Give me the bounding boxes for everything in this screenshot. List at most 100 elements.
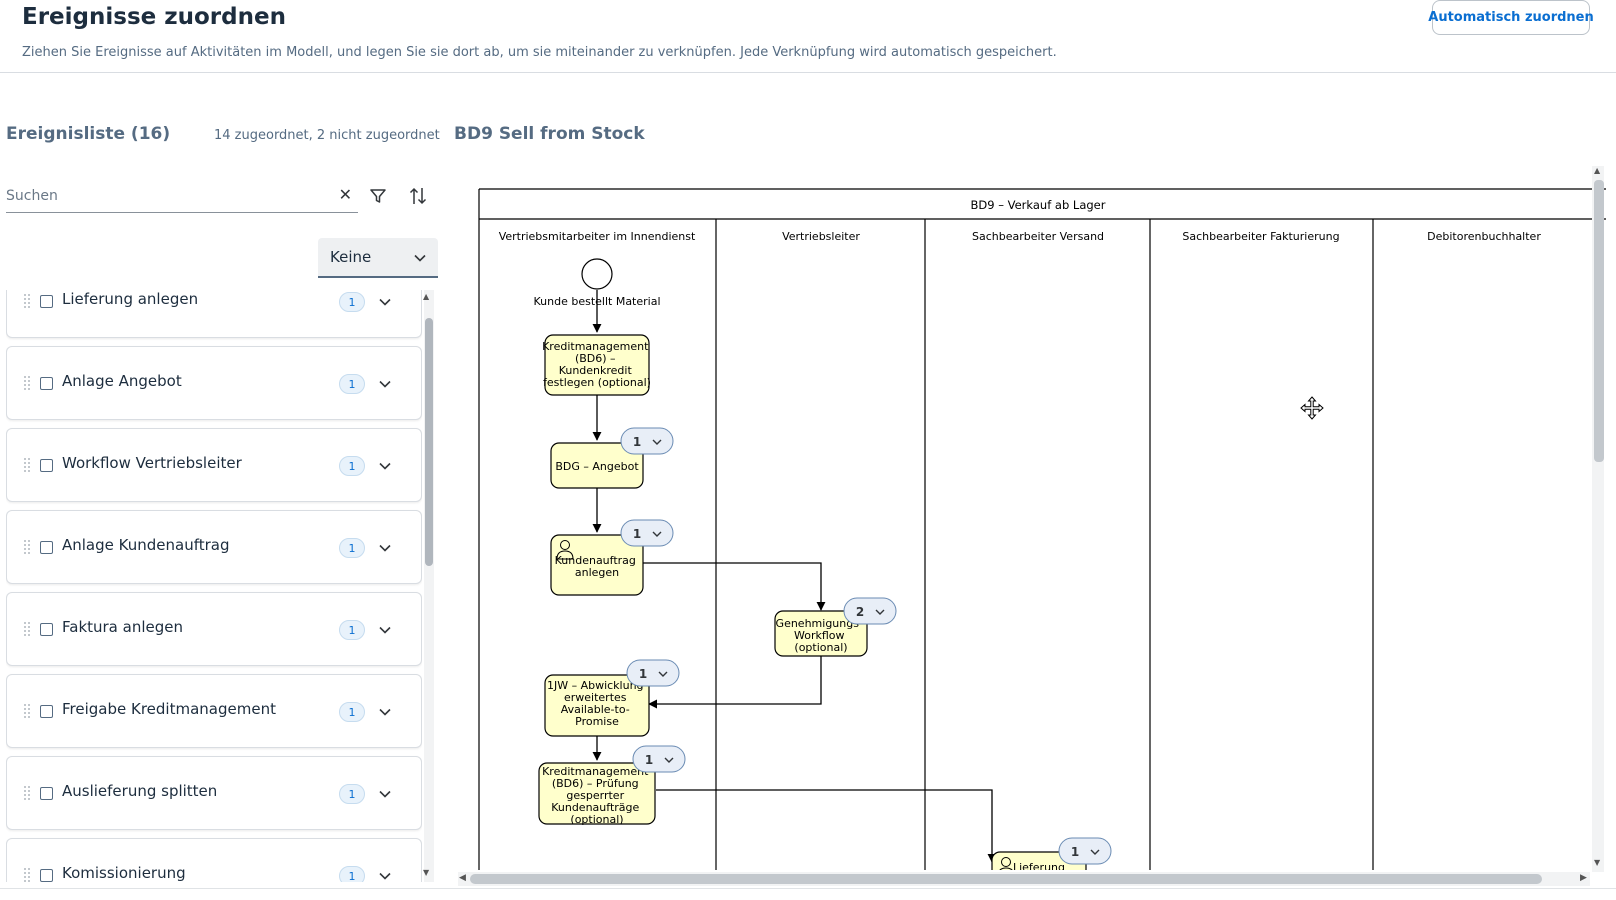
drag-handle-icon[interactable] (23, 785, 31, 801)
scroll-down-arrow-icon[interactable]: ▼ (423, 868, 430, 877)
badge-count: 1 (645, 753, 653, 767)
scroll-left-arrow-icon[interactable]: ◀ (459, 873, 466, 883)
scroll-right-arrow-icon[interactable]: ▶ (1580, 873, 1587, 883)
filter-icon[interactable] (368, 186, 388, 206)
task-label-line: (BD6) – (575, 352, 616, 365)
task-approval-workflow[interactable]: Genehmigungs- Workflow (optional) (774, 610, 868, 657)
badge-count: 1 (639, 667, 647, 681)
scroll-up-arrow-icon[interactable]: ▲ (1594, 166, 1601, 175)
task-atp[interactable]: 1JW – Abwicklung erweitertes Available-t… (544, 674, 650, 737)
item-checkbox[interactable] (40, 623, 53, 636)
sort-icon[interactable] (408, 185, 428, 207)
event-count-badge[interactable]: 1 (632, 745, 686, 773)
task-label-line: Promise (575, 715, 619, 728)
item-count-badge: 1 (339, 292, 365, 312)
user-task-icon (556, 540, 574, 560)
event-count-badge[interactable]: 1 (626, 659, 680, 687)
svg-text:Kundenauftrag anlegen: Kundenauftrag anlegen (555, 554, 640, 579)
task-label-line: 1JW – Abwicklung (547, 679, 644, 692)
chevron-down-icon[interactable] (377, 458, 393, 474)
task-label-line: (optional) (794, 641, 847, 654)
task-quotation[interactable]: BDG – Angebot (550, 442, 644, 489)
item-checkbox[interactable] (40, 295, 53, 308)
item-checkbox[interactable] (40, 869, 53, 882)
chevron-down-icon[interactable] (377, 622, 393, 638)
lane-title: Sachbearbeiter Fakturierung (1182, 230, 1339, 243)
page-subtitle: Ziehen Sie Ereignisse auf Aktivitäten im… (22, 45, 1057, 60)
drag-handle-icon[interactable] (23, 867, 31, 882)
item-count-badge: 1 (339, 866, 365, 882)
task-label-line: erweitertes (564, 691, 627, 704)
task-label-line: gesperrter (566, 789, 624, 802)
item-count-badge: 1 (339, 456, 365, 476)
list-scrollbar-thumb[interactable] (425, 318, 433, 566)
scroll-down-arrow-icon[interactable]: ▼ (1594, 858, 1601, 867)
move-cursor-icon (1300, 396, 1324, 420)
drag-handle-icon[interactable] (23, 539, 31, 555)
list-item[interactable]: Anlage Kundenauftrag 1 (6, 510, 422, 584)
drag-handle-icon[interactable] (23, 457, 31, 473)
canvas-vertical-scrollbar-thumb[interactable] (1594, 180, 1604, 462)
event-count-badge[interactable]: 1 (620, 519, 674, 547)
task-credit-limit[interactable]: Kreditmanagement (BD6) – Kundenkredit fe… (542, 334, 652, 396)
search-input[interactable] (6, 183, 326, 209)
badge-count: 1 (633, 435, 641, 449)
task-blocked-orders[interactable]: Kreditmanagement (BD6) – Prüfung gesperr… (538, 762, 656, 826)
list-scrollbar[interactable] (424, 290, 434, 882)
event-count-badge[interactable]: 1 (620, 427, 674, 455)
item-checkbox[interactable] (40, 787, 53, 800)
lane-title: Vertriebsmitarbeiter im Innendienst (499, 230, 696, 243)
chevron-down-icon[interactable] (377, 540, 393, 556)
list-item[interactable]: Anlage Angebot 1 (6, 346, 422, 420)
list-item[interactable]: Komissionierung 1 (6, 838, 422, 882)
event-count-badge[interactable]: 2 (843, 597, 897, 625)
grouping-select-value: Keine (330, 248, 372, 266)
scroll-up-arrow-icon[interactable]: ▲ (423, 292, 430, 301)
clear-icon[interactable]: ✕ (338, 185, 352, 204)
svg-text:1JW – Abwicklung erwei: 1JW – Abwicklung erweitertes Available-t… (547, 679, 647, 728)
chevron-down-icon[interactable] (377, 786, 393, 802)
item-label: Komissionierung (62, 864, 186, 882)
start-event-label: Kunde bestellt Material (533, 295, 660, 308)
item-checkbox[interactable] (40, 705, 53, 718)
list-item[interactable]: Lieferung anlegen 1 (6, 290, 422, 338)
item-label: Faktura anlegen (62, 618, 183, 636)
drag-handle-icon[interactable] (23, 375, 31, 391)
start-event[interactable] (581, 258, 613, 290)
chevron-down-icon (875, 609, 885, 615)
process-canvas[interactable]: BD9 – Verkauf ab Lager Vertriebsmitarbei… (476, 168, 1606, 870)
header-divider (0, 72, 1616, 73)
task-label-line: Workflow (794, 629, 845, 642)
list-item[interactable]: Workflow Vertriebsleiter 1 (6, 428, 422, 502)
task-label: BDG – Angebot (555, 460, 639, 473)
item-checkbox[interactable] (40, 459, 53, 472)
drag-handle-icon[interactable] (23, 703, 31, 719)
canvas-horizontal-scrollbar-thumb[interactable] (470, 874, 1542, 884)
event-count-badge[interactable]: 1 (1058, 837, 1112, 865)
list-item[interactable]: Auslieferung splitten 1 (6, 756, 422, 830)
item-checkbox[interactable] (40, 377, 53, 390)
list-item[interactable]: Faktura anlegen 1 (6, 592, 422, 666)
badge-count: 1 (633, 527, 641, 541)
chevron-down-icon[interactable] (377, 376, 393, 392)
svg-text:Kreditmanagement (BD6): Kreditmanagement (BD6) – Prüfung gesperr… (542, 765, 652, 826)
pool-title: BD9 – Verkauf ab Lager (971, 198, 1106, 212)
drag-handle-icon[interactable] (23, 621, 31, 637)
task-label-line: (optional) (570, 813, 623, 826)
bpmn-diagram: BD9 – Verkauf ab Lager Vertriebsmitarbei… (478, 188, 1606, 870)
task-sales-order[interactable]: Kundenauftrag anlegen (550, 534, 644, 596)
chevron-down-icon[interactable] (377, 294, 393, 310)
drag-handle-icon[interactable] (23, 293, 31, 309)
badge-count: 2 (856, 605, 864, 619)
item-checkbox[interactable] (40, 541, 53, 554)
auto-assign-button[interactable]: Automatisch zuordnen (1428, 0, 1594, 35)
task-label-line: Kreditmanagement (542, 765, 649, 778)
item-count-badge: 1 (339, 374, 365, 394)
list-item[interactable]: Freigabe Kreditmanagement 1 (6, 674, 422, 748)
chevron-down-icon[interactable] (377, 868, 393, 882)
task-label-line: festlegen (optional) (543, 376, 651, 389)
chevron-down-icon[interactable] (377, 704, 393, 720)
lane-title: Sachbearbeiter Versand (972, 230, 1104, 243)
grouping-select[interactable]: Keine (318, 238, 438, 278)
search-field: ✕ (6, 181, 358, 213)
